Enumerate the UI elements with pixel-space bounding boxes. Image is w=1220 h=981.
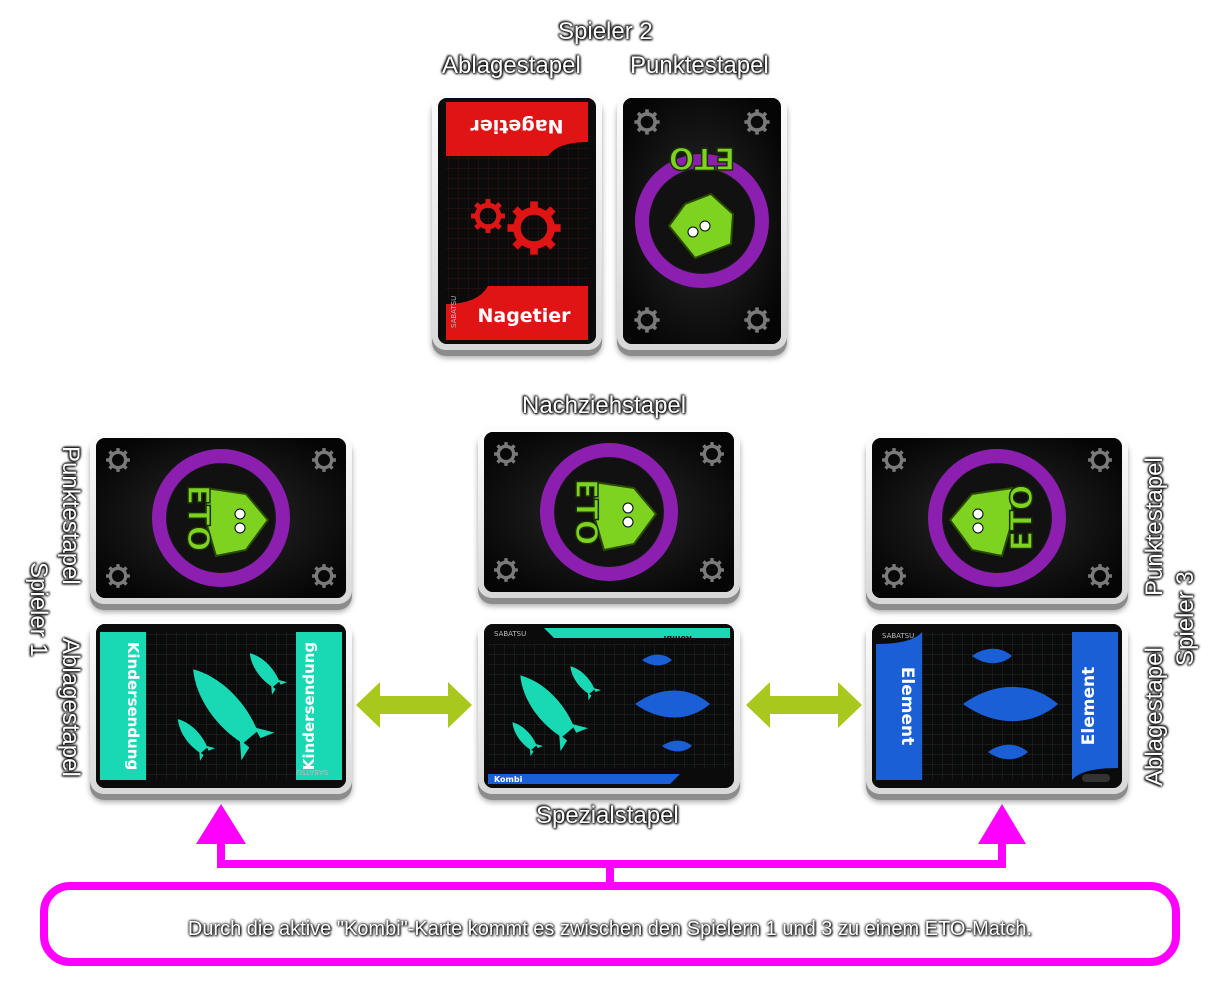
brand-text: SABATSU — [882, 632, 914, 640]
player2-points-card[interactable]: ETO — [617, 92, 787, 350]
draw-pile-label: Nachziehstapel — [522, 392, 687, 419]
eto-logo: ETO — [179, 484, 270, 558]
eto-logo: ETO — [948, 484, 1041, 558]
up-arrow-icon — [196, 804, 246, 844]
info-message: Durch die aktive "Kombi"-Karte kommt es … — [187, 918, 1033, 940]
brand-text: SABATSU — [494, 630, 526, 638]
card-title: Nagetier — [477, 305, 571, 327]
brand-text: SABATSU — [450, 296, 458, 328]
info-box: Durch die aktive "Kombi"-Karte kommt es … — [40, 882, 1180, 966]
svg-text:ETO: ETO — [669, 140, 735, 175]
special-pile-card[interactable]: SABATSU Kombi Kombi — [478, 618, 740, 794]
svg-text:ETO: ETO — [1005, 485, 1040, 551]
card-title: Element — [1079, 667, 1099, 745]
draw-pile-card[interactable]: ETO — [478, 426, 740, 598]
brand-text: SABATSU — [296, 768, 328, 776]
player3-points-card[interactable]: ETO — [866, 432, 1128, 604]
svg-text:ETO: ETO — [568, 479, 603, 545]
player3-points-label: Punktestapel — [1141, 457, 1168, 596]
player1-discard-label: Ablagestapel — [57, 638, 84, 777]
player2-label: Spieler 2 — [558, 18, 653, 45]
card-title: Kindersendung — [300, 642, 318, 770]
player3-label: Spieler 3 — [1172, 571, 1199, 666]
player1-label: Spieler 1 — [25, 562, 52, 657]
gear-icon — [507, 201, 561, 255]
up-arrow-icon — [978, 804, 1026, 844]
card-title-upside-down: Nagetier — [470, 115, 564, 137]
player1-discard-card[interactable]: Kindersendung Kindersendung SABATSU — [90, 618, 352, 794]
eto-logo: ETO — [667, 139, 736, 260]
match-connector — [196, 804, 1026, 886]
player1-points-label: Punktestapel — [57, 446, 84, 585]
player2-points-label: Punktestapel — [630, 52, 769, 79]
eto-logo: ETO — [567, 478, 658, 552]
card-title: Kindersendung — [124, 642, 142, 770]
card-title: Kombi — [494, 775, 523, 784]
player2-discard-card[interactable]: Nagetier Nagetier SABATSU — [432, 92, 602, 350]
player3-discard-card[interactable]: Element Element SABATSU — [866, 618, 1128, 794]
svg-text:ETO: ETO — [180, 485, 215, 551]
double-arrow-icon — [356, 682, 472, 728]
card-title: Element — [897, 667, 917, 745]
player3-discard-label: Ablagestapel — [1141, 647, 1168, 786]
special-pile-label: Spezialstapel — [536, 802, 679, 829]
player2-discard-label: Ablagestapel — [442, 52, 581, 79]
double-arrow-icon — [746, 682, 862, 728]
player1-points-card[interactable]: ETO — [90, 432, 352, 604]
card-title-upside-down: Kombi — [663, 634, 692, 643]
